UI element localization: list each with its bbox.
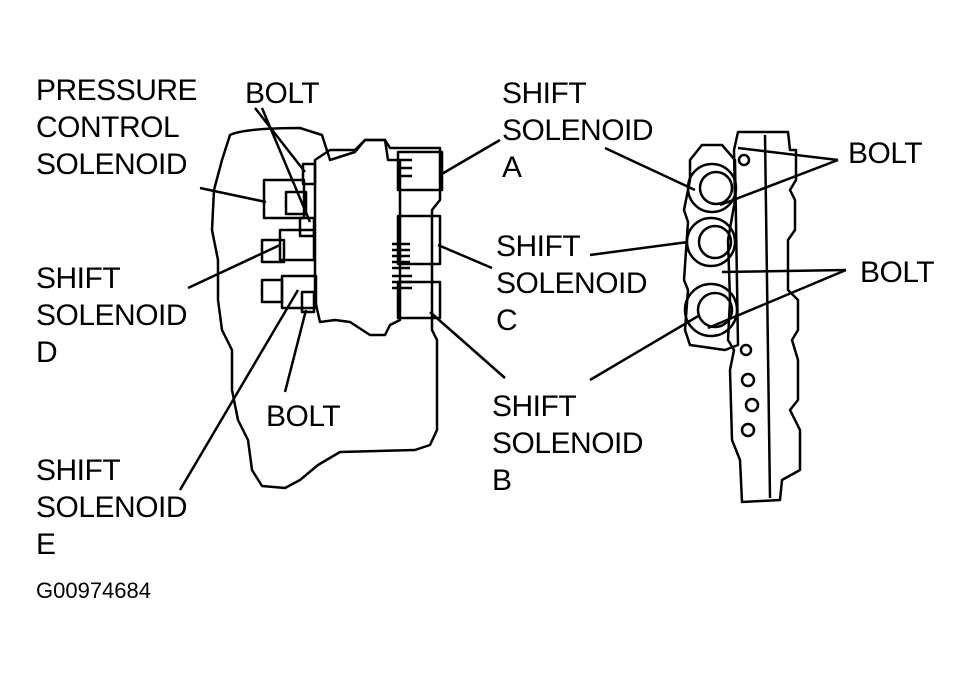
leader-shift-solenoid-b-right: [589, 313, 701, 382]
valve-hole-1: [740, 372, 756, 388]
label-a-line-2: SOLENOID: [502, 114, 654, 147]
connector-shift-solenoid-a: [396, 150, 444, 192]
label-e-line-2: SOLENOID: [36, 491, 188, 524]
label-b-line-3: B: [492, 464, 512, 497]
right-valve-body-outline: [726, 130, 802, 504]
leader-bolt-right-top-1: [737, 146, 839, 162]
shift-solenoid-a-right-inner: [698, 170, 734, 206]
label-b-line-2: SOLENOID: [492, 427, 644, 460]
connector-shift-solenoid-b: [396, 280, 442, 320]
label-pressure-line-1: PRESSURE: [36, 74, 198, 107]
leader-pressure-control: [199, 186, 267, 204]
leader-bolt-right-mid-2: [707, 268, 847, 330]
bolt-stud-3: [300, 290, 316, 314]
label-shift-solenoid-a: SHIFT SOLENOID A: [502, 75, 654, 186]
figure-id: G00974684: [36, 578, 151, 603]
label-pressure-control-solenoid: PRESSURE CONTROL SOLENOID: [36, 72, 198, 183]
label-pressure-line-3: SOLENOID: [36, 148, 188, 181]
right-solenoid-housing: [682, 143, 740, 352]
label-d-line-2: SOLENOID: [36, 299, 188, 332]
shift-solenoid-b-right-inner: [696, 291, 734, 329]
label-c-line-2: SOLENOID: [496, 267, 648, 300]
leader-shift-solenoid-c-right: [589, 240, 689, 257]
leader-bolt-top-left-2: [260, 107, 312, 223]
leader-shift-solenoid-c: [437, 243, 493, 270]
shift-solenoid-b-right-outer: [683, 282, 739, 338]
valve-hole-3: [740, 422, 756, 438]
label-pressure-line-2: CONTROL: [36, 111, 180, 144]
label-bolt-right-mid: BOLT: [860, 256, 935, 289]
label-c-line-3: C: [496, 304, 518, 337]
label-a-line-1: SHIFT: [502, 77, 587, 110]
shift-solenoid-d-body: [260, 238, 286, 264]
label-shift-solenoid-c: SHIFT SOLENOID C: [496, 228, 648, 339]
leader-bolt-bottom-left: [283, 309, 308, 393]
label-e-line-3: E: [36, 528, 56, 561]
label-shift-solenoid-e: SHIFT SOLENOID E: [36, 452, 188, 563]
label-shift-solenoid-b: SHIFT SOLENOID B: [492, 388, 644, 499]
label-d-line-3: D: [36, 336, 58, 369]
leader-shift-solenoid-a: [439, 138, 501, 177]
left-valve-body-outline: [210, 126, 442, 490]
label-e-line-1: SHIFT: [36, 454, 121, 487]
label-bolt-bottom-left: BOLT: [266, 400, 341, 433]
bolt-stud-1: [301, 162, 317, 186]
label-bolt-top-left: BOLT: [245, 77, 320, 110]
valve-hole-4: [739, 343, 753, 357]
pressure-control-solenoid-tip: [284, 190, 308, 216]
leader-bolt-right-top-2: [719, 158, 839, 207]
central-block: [313, 138, 402, 337]
shift-solenoid-c-right-inner: [697, 224, 733, 260]
label-b-line-1: SHIFT: [492, 390, 577, 423]
connector-ridges-b: [392, 274, 412, 290]
connector-ridges-a: [398, 158, 412, 178]
shift-solenoid-a-right-outer: [686, 162, 738, 214]
label-d-line-1: SHIFT: [36, 262, 121, 295]
label-a-line-3: A: [502, 151, 522, 184]
label-shift-solenoid-d: SHIFT SOLENOID D: [36, 260, 188, 371]
valve-hole-5: [737, 153, 751, 167]
pressure-control-solenoid-body: [262, 178, 306, 220]
bolt-stud-2: [298, 216, 316, 238]
valve-hole-2: [744, 397, 760, 413]
right-valve-inner-line: [763, 134, 772, 499]
connector-shift-solenoid-c: [396, 214, 442, 266]
label-c-line-1: SHIFT: [496, 230, 581, 263]
connector-ridges-c: [392, 242, 410, 270]
shift-solenoid-e-body: [260, 278, 284, 304]
leader-bolt-top-left-1: [254, 107, 306, 173]
shift-solenoid-e-core: [280, 274, 318, 310]
leader-shift-solenoid-e: [178, 289, 300, 491]
label-bolt-right-top: BOLT: [848, 137, 923, 170]
leader-shift-solenoid-d: [187, 243, 281, 290]
leader-bolt-right-mid-1: [721, 268, 847, 274]
leader-shift-solenoid-a-right: [604, 146, 696, 192]
leader-shift-solenoid-b: [429, 311, 506, 379]
